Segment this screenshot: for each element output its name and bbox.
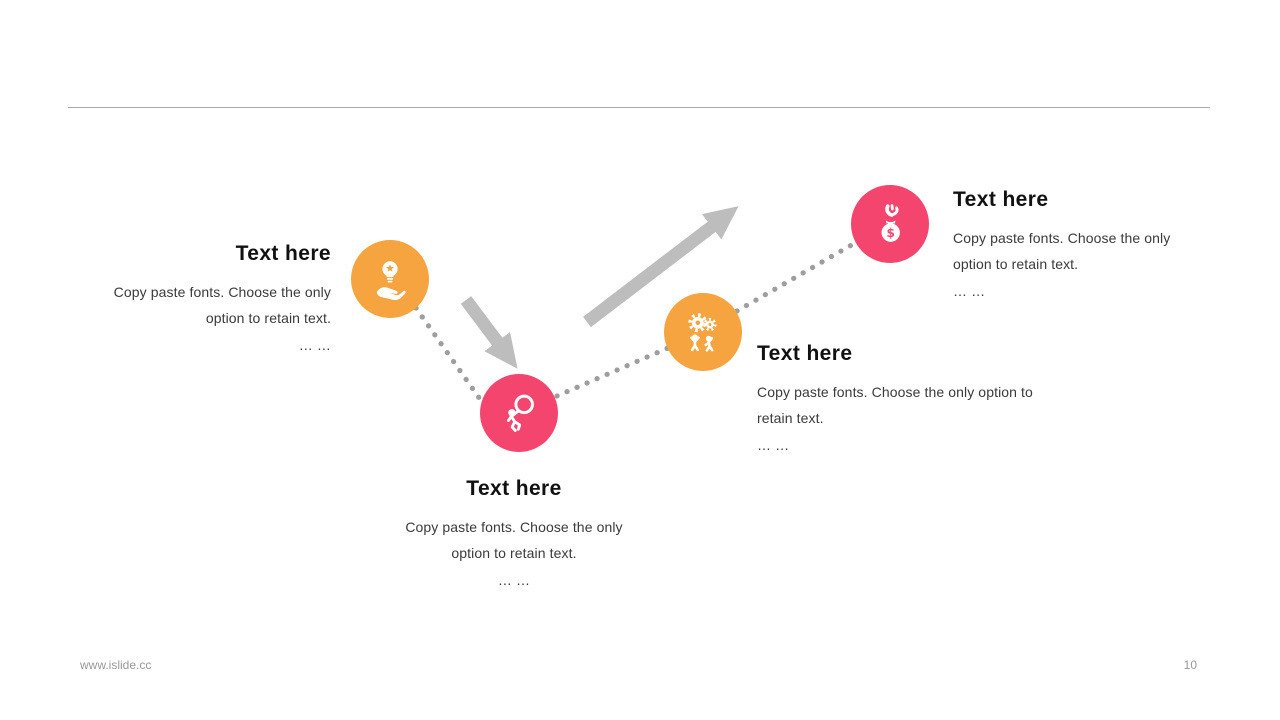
top-divider-line <box>68 107 1210 108</box>
step-4-circle: $ <box>851 185 929 263</box>
step-3-title: Text here <box>757 342 853 365</box>
page-number: 10 <box>1183 658 1197 672</box>
money-bag-hand-icon: $ <box>881 204 900 242</box>
step-1-body: Copy paste fonts. Choose the only option… <box>113 284 331 326</box>
step-2-ellipsis: … … <box>497 572 531 588</box>
step-3-textblock: Text here Copy paste fonts. Choose the o… <box>757 341 1049 460</box>
step-1-title: Text here <box>235 242 331 265</box>
step-4-ellipsis: … … <box>953 283 986 299</box>
step-2-body: Copy paste fonts. Choose the only option… <box>405 519 623 561</box>
lightbulb-hand-icon <box>376 261 406 300</box>
step-4-title: Text here <box>953 188 1049 211</box>
people-gears-icon <box>688 313 717 352</box>
step-2-circle <box>480 374 558 452</box>
dotted-connector-1 <box>413 305 492 415</box>
dotted-connector-2 <box>554 345 671 399</box>
step-3-circle <box>664 293 742 371</box>
person-magnifier-icon <box>506 394 534 432</box>
step-1-circle <box>351 240 429 318</box>
svg-text:$: $ <box>886 226 894 240</box>
step-3-body: Copy paste fonts. Choose the only option… <box>757 384 1033 426</box>
step-1-textblock: Text here Copy paste fonts. Choose the o… <box>81 241 331 360</box>
step-2-textblock: Text here Copy paste fonts. Choose the o… <box>394 476 634 595</box>
step-2-title: Text here <box>466 477 562 500</box>
step-4-textblock: Text here Copy paste fonts. Choose the o… <box>953 187 1193 306</box>
step-3-ellipsis: … … <box>757 437 790 453</box>
step-4-body: Copy paste fonts. Choose the only option… <box>953 230 1171 272</box>
dotted-connector-3 <box>734 240 858 314</box>
footer-website-link[interactable]: www.islide.cc <box>80 658 152 672</box>
arrow-down-right <box>460 296 518 369</box>
step-1-ellipsis: … … <box>298 337 331 353</box>
